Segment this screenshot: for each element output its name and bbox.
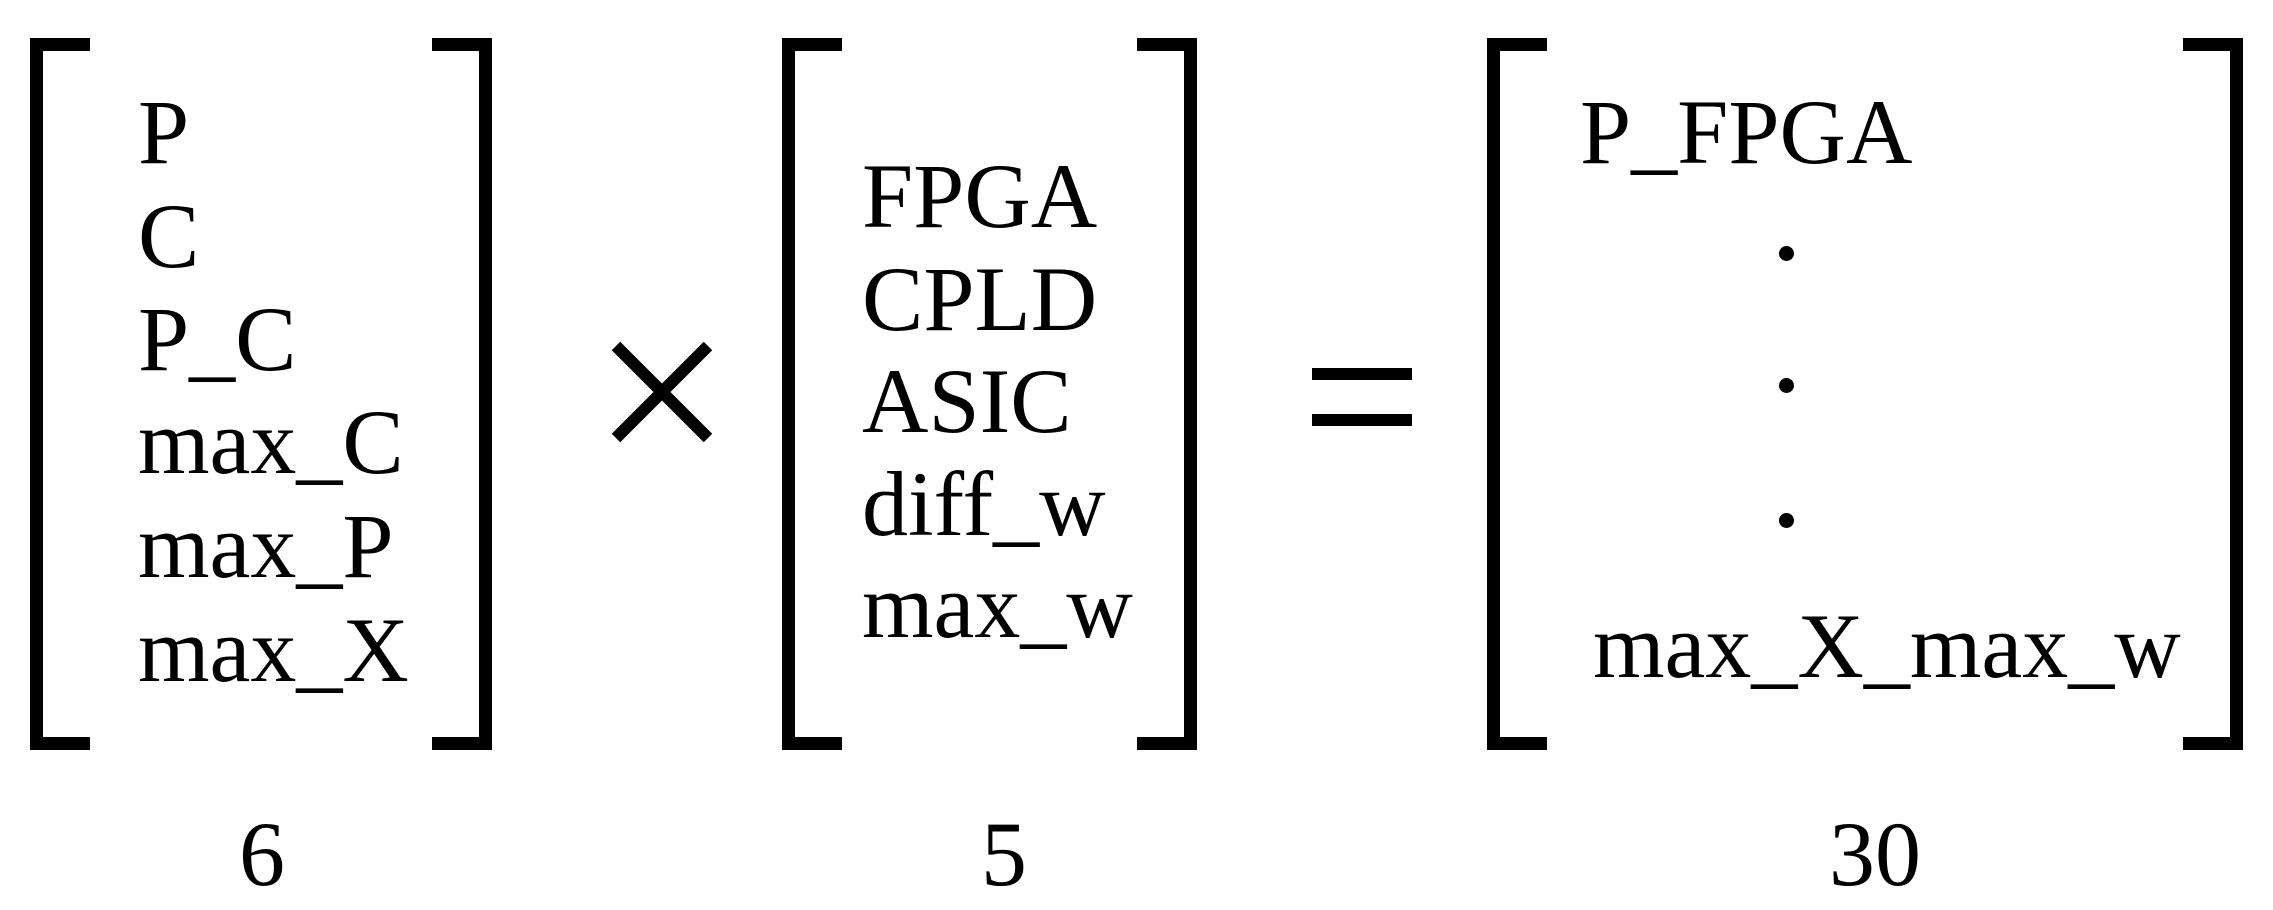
result-matrix-last-item: max_X_max_w bbox=[1593, 595, 2181, 697]
middle-matrix-item: max_w bbox=[862, 555, 1133, 657]
left-matrix-item: P bbox=[138, 81, 190, 183]
left-matrix-item: P_C bbox=[138, 288, 297, 390]
middle-matrix-item: ASIC bbox=[862, 350, 1072, 452]
result-matrix-first-item: P_FPGA bbox=[1580, 81, 1913, 183]
result-matrix-left-bracket bbox=[1487, 38, 1547, 750]
middle-matrix-left-bracket bbox=[782, 38, 842, 750]
middle-matrix-right-bracket bbox=[1137, 38, 1197, 750]
result-matrix-right-bracket bbox=[2183, 38, 2243, 750]
left-matrix-item: max_C bbox=[138, 391, 404, 493]
left-matrix-count: 6 bbox=[239, 803, 285, 905]
left-matrix-left-bracket bbox=[30, 38, 90, 750]
ellipsis-dot bbox=[1779, 378, 1794, 393]
result-matrix-count: 30 bbox=[1829, 803, 1921, 905]
middle-matrix-count: 5 bbox=[981, 803, 1027, 905]
left-matrix-item: max_X bbox=[138, 599, 409, 701]
middle-matrix-item: CPLD bbox=[862, 248, 1098, 350]
middle-matrix-item: FPGA bbox=[862, 145, 1098, 247]
ellipsis-dot bbox=[1779, 246, 1794, 261]
equals-operator bbox=[1312, 368, 1412, 426]
left-matrix-item: C bbox=[138, 185, 200, 287]
ellipsis-dot bbox=[1779, 513, 1794, 528]
multiply-operator bbox=[611, 341, 713, 443]
left-matrix-right-bracket bbox=[432, 38, 492, 750]
middle-matrix-item: diff_w bbox=[862, 453, 1106, 555]
left-matrix-item: max_P bbox=[138, 495, 394, 597]
